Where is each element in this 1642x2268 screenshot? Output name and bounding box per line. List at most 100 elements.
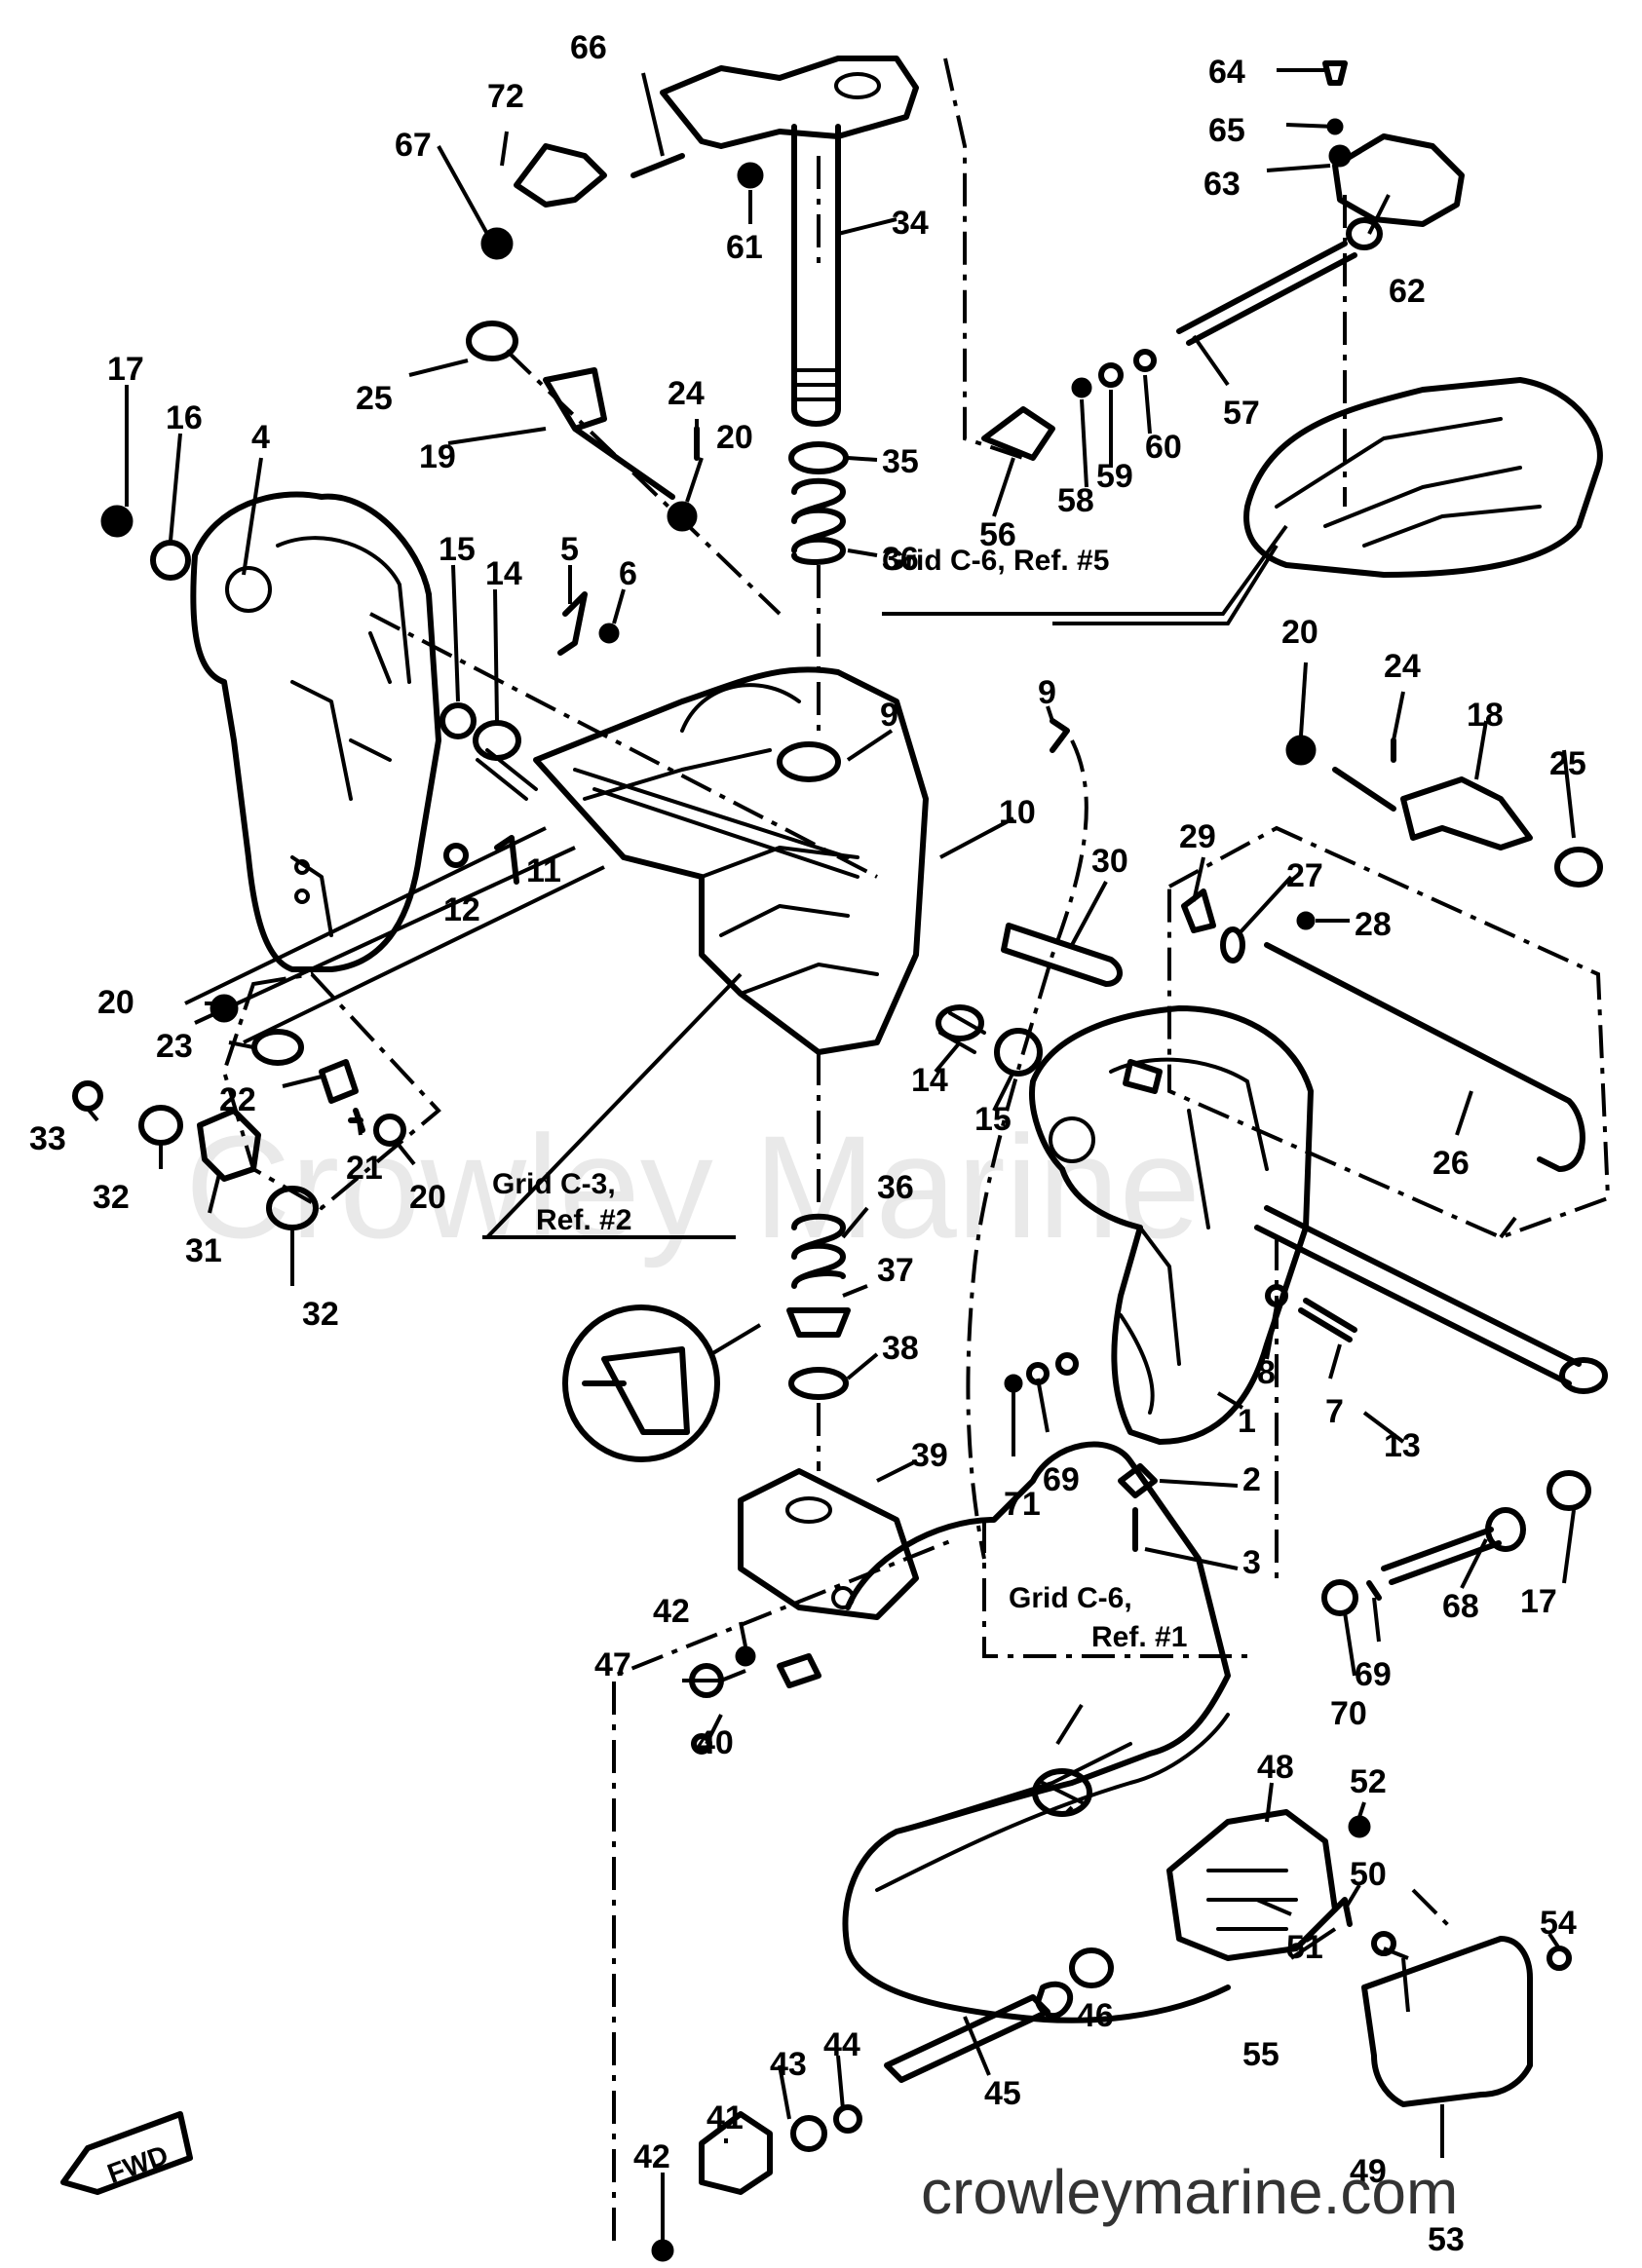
swivel-bracket xyxy=(533,666,929,1055)
callout-22: 22 xyxy=(219,1081,256,1118)
callout-44: 44 xyxy=(823,2026,860,2063)
callout-21: 21 xyxy=(346,1150,383,1187)
callout-3: 3 xyxy=(1242,1544,1261,1581)
callout-32a: 32 xyxy=(93,1179,130,1216)
callout-28: 28 xyxy=(1355,906,1392,943)
callout-43: 43 xyxy=(770,2046,807,2083)
callout-61: 61 xyxy=(726,229,763,266)
callout-11: 11 xyxy=(526,852,561,889)
callout-50: 50 xyxy=(1350,1856,1387,1893)
callout-12: 12 xyxy=(443,891,480,928)
part-drawings: FWD xyxy=(60,56,1611,2262)
ref-note-grid-c3-ref2-line2: Ref. #2 xyxy=(536,1204,631,1236)
callout-numbers: 1 2 3 4 5 6 7 8 9 9 10 11 12 13 14 14 15… xyxy=(29,29,1586,2258)
assembly-center-lines xyxy=(369,57,1454,2241)
ref-note-grid-c6-ref1-line2: Ref. #1 xyxy=(1091,1621,1187,1653)
callout-55: 55 xyxy=(1242,2036,1279,2073)
part-39-block xyxy=(738,1468,919,1620)
right-clamp-bracket xyxy=(1029,1005,1314,1445)
callout-13: 13 xyxy=(1384,1427,1421,1464)
reference-notes: Grid C-6, Ref. #5 Grid C-3, Ref. #2 Grid… xyxy=(492,524,1288,1653)
callout-14b: 14 xyxy=(911,1062,948,1099)
callout-10: 10 xyxy=(999,794,1036,831)
callout-24a: 24 xyxy=(668,375,705,412)
callout-25a: 25 xyxy=(356,380,393,417)
callout-14a: 14 xyxy=(485,555,522,592)
callout-54: 54 xyxy=(1540,1905,1577,1942)
callout-64: 64 xyxy=(1208,54,1245,91)
callout-49: 49 xyxy=(1350,2153,1387,2190)
ref-note-grid-c6-ref1-line1: Grid C-6, xyxy=(1009,1582,1132,1614)
callout-62: 62 xyxy=(1389,273,1426,310)
callout-20c: 20 xyxy=(97,984,134,1021)
part-63-bracket xyxy=(1332,133,1465,227)
callout-15b: 15 xyxy=(974,1101,1012,1138)
callout-17b: 17 xyxy=(1520,1583,1557,1620)
callout-20b: 20 xyxy=(1281,614,1318,651)
website-text: crowleymarine.com xyxy=(921,2157,1458,2227)
callout-69a: 69 xyxy=(1043,1461,1080,1498)
callout-70: 70 xyxy=(1330,1695,1367,1732)
callout-57: 57 xyxy=(1223,395,1260,432)
ref-note-grid-c3-ref2-line1: Grid C-3, xyxy=(492,1168,616,1200)
callout-33: 33 xyxy=(29,1120,66,1157)
callout-42a: 42 xyxy=(653,1593,690,1630)
callout-9b: 9 xyxy=(1038,674,1056,711)
callout-24b: 24 xyxy=(1384,648,1421,685)
callout-9a: 9 xyxy=(880,697,898,734)
callout-17a: 17 xyxy=(107,351,144,388)
callout-2: 2 xyxy=(1242,1461,1261,1498)
callout-20d: 20 xyxy=(409,1179,446,1216)
callout-38: 38 xyxy=(882,1330,919,1367)
callout-16: 16 xyxy=(166,399,203,436)
callout-69b: 69 xyxy=(1355,1656,1392,1693)
callout-25b: 25 xyxy=(1549,745,1586,782)
callout-47: 47 xyxy=(594,1646,631,1683)
steering-shaft xyxy=(791,124,841,427)
top-cowling-plate xyxy=(1243,377,1603,578)
steering-arm xyxy=(660,56,919,149)
callout-27: 27 xyxy=(1286,857,1323,894)
fwd-label: FWD xyxy=(103,2139,172,2189)
callout-68: 68 xyxy=(1442,1588,1479,1625)
callout-18: 18 xyxy=(1467,697,1504,734)
callout-71: 71 xyxy=(1004,1486,1041,1523)
callout-37: 37 xyxy=(877,1252,914,1289)
callout-72: 72 xyxy=(487,78,524,115)
callout-23: 23 xyxy=(156,1028,193,1065)
callout-56: 56 xyxy=(979,516,1016,553)
callout-39: 39 xyxy=(911,1437,948,1474)
tilt-tube xyxy=(1254,1205,1582,1386)
callout-6: 6 xyxy=(619,555,637,592)
callout-48: 48 xyxy=(1257,1749,1294,1786)
callout-34: 34 xyxy=(892,205,929,242)
ref-note-grid-c6-ref5: Grid C-6, Ref. #5 xyxy=(882,545,1109,577)
detail-inset-circle xyxy=(562,1304,720,1462)
callout-45: 45 xyxy=(984,2075,1021,2112)
callout-51: 51 xyxy=(1286,1929,1323,1966)
callout-29: 29 xyxy=(1179,818,1216,855)
callout-31: 31 xyxy=(185,1232,222,1269)
callout-67: 67 xyxy=(395,127,432,164)
callout-20a: 20 xyxy=(716,419,753,456)
callout-65: 65 xyxy=(1208,112,1245,149)
callout-8: 8 xyxy=(1257,1354,1276,1391)
watermark-text: Crowley Marine xyxy=(185,1105,1201,1268)
callout-60: 60 xyxy=(1145,429,1182,466)
callout-53: 53 xyxy=(1428,2221,1465,2258)
callout-41: 41 xyxy=(706,2099,744,2136)
callout-15a: 15 xyxy=(439,531,476,568)
callout-36b: 36 xyxy=(877,1169,914,1206)
callout-52: 52 xyxy=(1350,1763,1387,1800)
callout-36a: 36 xyxy=(882,541,919,578)
callout-46: 46 xyxy=(1077,1997,1114,2034)
callout-19: 19 xyxy=(419,438,456,475)
callout-32b: 32 xyxy=(302,1296,339,1333)
callout-5: 5 xyxy=(560,531,579,568)
callout-4: 4 xyxy=(251,419,270,456)
part-53-cover xyxy=(1361,1936,1533,2107)
fwd-arrow-icon xyxy=(60,2111,193,2195)
callout-30: 30 xyxy=(1091,843,1128,880)
